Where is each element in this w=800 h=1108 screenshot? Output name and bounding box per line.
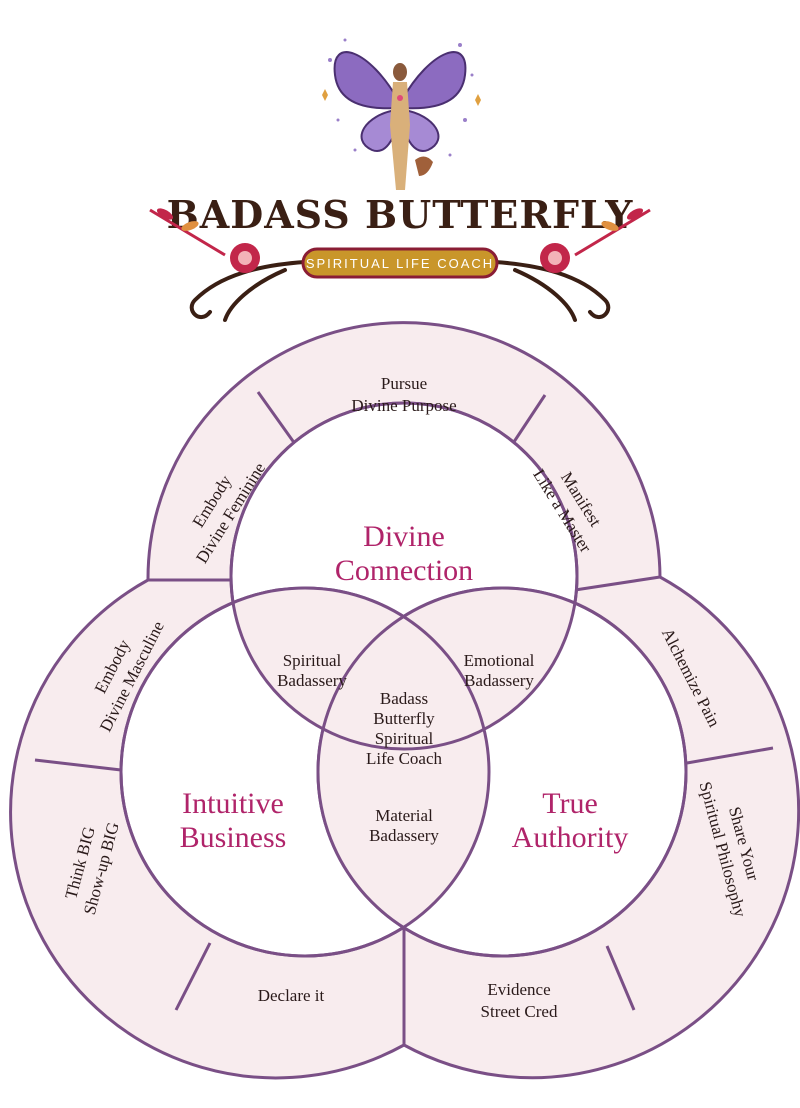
tagline-ribbon [301, 247, 499, 279]
label-material-badassery-line: Badassery [369, 826, 439, 845]
label-emotional-badassery-line: Badassery [464, 671, 534, 690]
outline-top [229, 401, 579, 751]
label-true-authority-line: Authority [512, 821, 629, 854]
label-center-coach-line: Badass [380, 689, 428, 708]
label-divine-connection-line: Divine [363, 520, 445, 553]
right-flower-icon [540, 208, 651, 273]
ring-evidence-street-cred-line: Evidence [487, 980, 550, 999]
label-true-authority-line: True [542, 787, 598, 820]
divider-9 [605, 945, 636, 1011]
label-center-coach-line: Spiritual [375, 729, 434, 748]
label-intuitive-business-line: Business [180, 821, 287, 854]
divider-5 [34, 758, 122, 772]
brand-tagline: SPIRITUAL LIFE COACH [306, 256, 494, 271]
ring-declare-it: Declare it [258, 986, 325, 1005]
label-intuitive-business-line: Intuitive [182, 787, 284, 820]
label-spiritual-badassery-line: Spiritual [283, 651, 342, 670]
label-emotional-badassery-line: Emotional [464, 651, 535, 670]
ring-pursue-divine-purpose-line: Divine Purpose [351, 396, 456, 415]
logo: BADASS BUTTERFLY SPIRITUAL LIFE COACH [149, 38, 651, 322]
outline-left [119, 586, 491, 958]
circle-outlines [119, 401, 688, 958]
divider-4 [574, 575, 661, 592]
label-spiritual-badassery-line: Badassery [277, 671, 347, 690]
label-material-badassery-line: Material [375, 806, 433, 825]
ring-declare-it-line: Declare it [258, 986, 325, 1005]
right-flourish-icon [493, 260, 611, 322]
butterfly-wings-icon [333, 51, 467, 152]
left-flourish-icon [189, 260, 307, 322]
label-center-coach-line: Butterfly [373, 709, 435, 728]
label-center-coach-line: Life Coach [366, 749, 442, 768]
left-flower-icon [149, 208, 260, 273]
fairy-figure-icon [390, 63, 433, 190]
label-divine-connection-line: Connection [335, 554, 473, 587]
overlap-bottom-region [318, 588, 489, 956]
brand-title: BADASS BUTTERFLY [167, 192, 634, 237]
divider-7 [174, 942, 212, 1011]
divider-6 [686, 746, 774, 765]
ring-evidence-street-cred-line: Street Cred [481, 1002, 558, 1021]
outline-right [316, 586, 688, 958]
ring-pursue-divine-purpose-line: Pursue [381, 374, 427, 393]
